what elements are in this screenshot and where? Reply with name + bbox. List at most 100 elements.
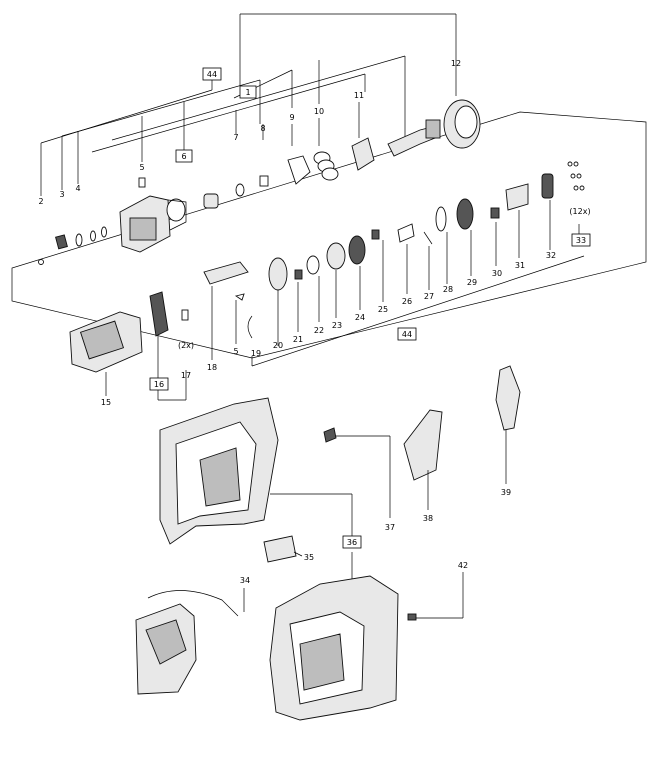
leader-36 (270, 493, 353, 580)
label-27: 27 (424, 292, 434, 301)
label-5a: 5 (139, 163, 144, 172)
label-17: 17 (181, 371, 191, 380)
subassembly-frame (11, 111, 647, 359)
label-39: 39 (501, 488, 511, 497)
label-9: 9 (289, 113, 294, 122)
leader-35 (293, 551, 303, 557)
box-1-text: 1 (245, 88, 250, 97)
label-23: 23 (332, 321, 342, 330)
part-34-switch-module (135, 588, 245, 695)
part-9-ring (287, 155, 311, 185)
part-24-gear (348, 235, 366, 265)
label-12: 12 (451, 59, 461, 68)
box-16: 16 (149, 377, 169, 391)
label-25: 25 (378, 305, 388, 314)
part-18-switch-slider (203, 261, 249, 285)
part-balls (567, 161, 585, 191)
label-35: 35 (304, 553, 314, 562)
label-24: 24 (355, 313, 365, 322)
leader-lines (40, 13, 457, 196)
part-29-ring-gear (456, 198, 474, 230)
part-21-planet (294, 269, 303, 280)
part-26-bracket (397, 223, 415, 243)
qty-12x: (12x) (569, 207, 590, 216)
part-ring-a (90, 230, 96, 242)
label-42: 42 (458, 561, 468, 570)
part-6-bushing (203, 193, 219, 209)
part-35-battery-latch (263, 535, 297, 563)
part-25-pin (371, 229, 380, 240)
part-7-ring (235, 183, 245, 197)
part-5b-clip (234, 293, 245, 301)
label-21: 21 (293, 335, 303, 344)
box-6: 6 (175, 149, 193, 163)
label-2: 2 (38, 197, 43, 206)
box-36-text: 36 (347, 538, 357, 547)
part-housing-right (269, 575, 399, 721)
label-20: 20 (273, 341, 283, 350)
part-19-spring (247, 315, 253, 339)
part-22-disc (306, 255, 320, 275)
part-number-labels: 2 3 4 5 7 8 9 10 11 12 15 17 18 5 19 20 … (38, 59, 590, 585)
part-32-ring (541, 173, 554, 199)
qty-2x: (2x) (178, 341, 194, 350)
box-44-bottom: 44 (397, 327, 417, 341)
part-gear-housing (119, 195, 187, 253)
label-38: 38 (423, 514, 433, 523)
part-23-carrier (326, 242, 346, 270)
label-18: 18 (207, 363, 217, 372)
part-spindle (387, 119, 441, 157)
label-10: 10 (314, 107, 324, 116)
part-housing-left (159, 397, 279, 545)
part-5-pin (138, 177, 146, 188)
label-8: 8 (260, 124, 265, 133)
label-7: 7 (233, 133, 238, 142)
label-28: 28 (443, 285, 453, 294)
part-38-belt-clip (403, 409, 443, 510)
label-5b: 5 (233, 347, 238, 356)
part-10-spring (313, 151, 339, 181)
leader-lines-mid (251, 200, 585, 367)
part-39-handle (495, 365, 521, 484)
part-37-screw (323, 427, 391, 518)
box-44-bottom-text: 44 (402, 330, 412, 339)
label-37: 37 (385, 523, 395, 532)
box-33: 33 (571, 233, 591, 247)
part-15-motor (69, 311, 143, 396)
label-11: 11 (354, 91, 364, 100)
box-33-text: 33 (576, 236, 586, 245)
box-1: 1 (239, 85, 257, 99)
label-4: 4 (75, 184, 80, 193)
part-20-ring-gear (268, 257, 288, 291)
label-34: 34 (240, 576, 250, 585)
part-42-screw (407, 572, 464, 621)
box-6-text: 6 (181, 152, 186, 161)
box-44-top-text: 44 (207, 70, 217, 79)
part-2-ball (38, 259, 44, 265)
label-31: 31 (515, 261, 525, 270)
part-31-cluster (505, 183, 529, 211)
part-3-washer (55, 234, 68, 250)
label-22: 22 (314, 326, 324, 335)
part-12-torque-collar (443, 99, 481, 149)
label-19: 19 (251, 349, 261, 358)
part-8-spring (259, 175, 269, 187)
label-32: 32 (546, 251, 556, 260)
part-4-ring (75, 233, 83, 247)
part-ring-b (101, 226, 107, 238)
part-11-clutch-plate (351, 137, 375, 171)
label-29: 29 (467, 278, 477, 287)
label-26: 26 (402, 297, 412, 306)
part-17-screw (181, 309, 189, 321)
box-36: 36 (342, 535, 362, 549)
box-44-top: 44 (202, 67, 222, 81)
part-30-planet (490, 207, 500, 219)
label-15: 15 (101, 398, 111, 407)
label-3: 3 (59, 190, 64, 199)
label-30: 30 (492, 269, 502, 278)
part-28-disc (435, 206, 447, 232)
part-27-pin (423, 231, 433, 245)
box-16-text: 16 (154, 380, 164, 389)
